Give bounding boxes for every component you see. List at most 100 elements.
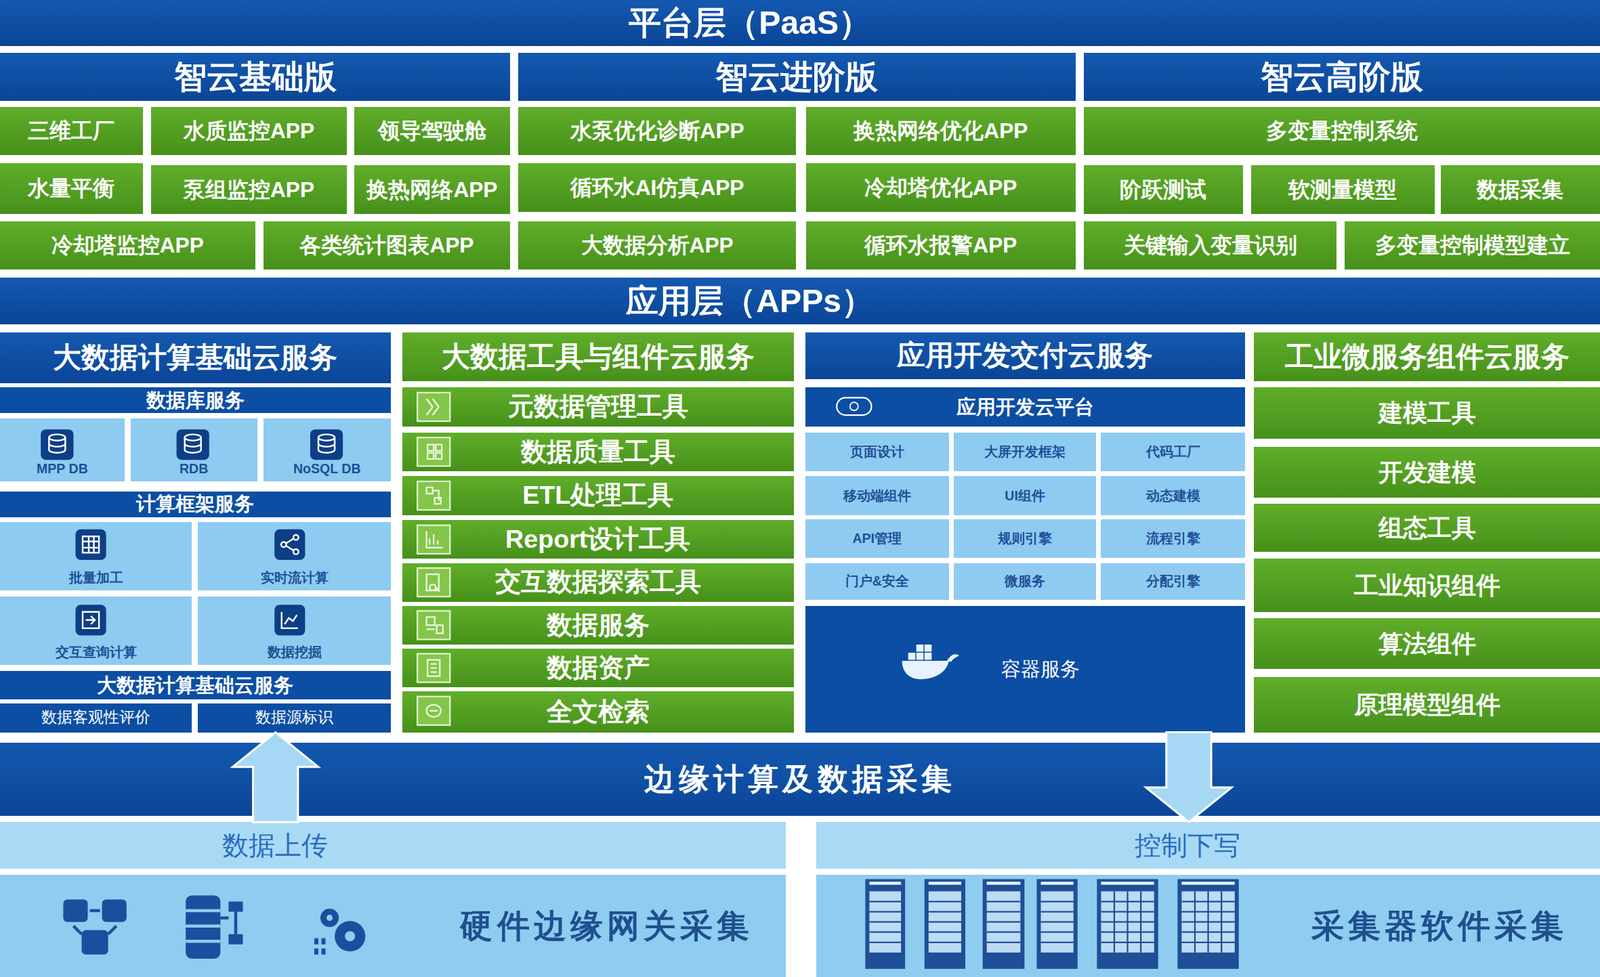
column-heading: 大数据计算基础云服务 xyxy=(0,332,391,384)
node-label: NoSQL DB xyxy=(293,461,362,477)
node-label: 软测量模型 xyxy=(1288,177,1397,202)
edition-header: 智云高阶版 xyxy=(1083,52,1600,101)
component-cell: 分配引擎 xyxy=(1100,563,1245,601)
tool-box: 交互数据探索工具 xyxy=(402,563,794,603)
node-label: 动态建模 xyxy=(1146,488,1201,504)
app-box: 阶跃测试 xyxy=(1083,165,1244,215)
node-label: 循环水报警APP xyxy=(864,233,1017,258)
node-label: 数据源标识 xyxy=(255,709,334,727)
node-label: 计算框架服务 xyxy=(136,493,255,516)
node-label: 移动端组件 xyxy=(843,488,912,504)
node-label: 平台层（PaaS） xyxy=(628,4,872,42)
tool-box: 数据服务 xyxy=(402,606,794,645)
node-label: 冷却塔监控APP xyxy=(51,233,204,258)
app-box: 多变量控制系统 xyxy=(1083,107,1600,156)
app-box: 关键输入变量识别 xyxy=(1083,221,1338,270)
node-label: 元数据管理工具 xyxy=(508,392,689,422)
node-label: 页面设计 xyxy=(850,444,905,460)
service-cell: 数据客观性评价 xyxy=(0,703,192,733)
node-label: 交互数据探索工具 xyxy=(495,567,702,597)
node-label: 代码工厂 xyxy=(1146,444,1201,460)
edition-header: 智云进阶版 xyxy=(518,52,1076,101)
service-column: 应用开发交付云服务应用开发云平台页面设计大屏开发框架代码工厂移动端组件UI组件动… xyxy=(805,332,1246,733)
service-cell: 交互查询计算 xyxy=(0,596,192,666)
component-box: 工业知识组件 xyxy=(1253,558,1600,612)
node-label: 数据质量工具 xyxy=(520,437,676,467)
layer-band: 平台层（PaaS） xyxy=(0,0,1600,47)
node-label: 大屏开发框架 xyxy=(984,444,1066,460)
node-label: 数据采集 xyxy=(1476,177,1564,202)
app-box: 大数据分析APP xyxy=(518,221,796,270)
component-cell: 移动端组件 xyxy=(805,476,950,515)
service-column: 大数据计算基础云服务数据库服务MPP DBRDBNoSQL DB计算框架服务批量… xyxy=(0,332,391,733)
flow-strip: 数据上传 xyxy=(0,822,786,870)
component-cell: 动态建模 xyxy=(1100,476,1245,515)
app-box: 各类统计图表APP xyxy=(263,221,511,270)
app-box: 冷却塔监控APP xyxy=(0,221,256,270)
app-box: 软测量模型 xyxy=(1251,165,1435,215)
app-box: 水量平衡 xyxy=(0,163,143,215)
node-label: 各类统计图表APP xyxy=(299,233,474,258)
node-label: 门户&安全 xyxy=(845,573,910,590)
platform-bar: 应用开发云平台 xyxy=(805,387,1246,427)
flow-strip: 控制下写 xyxy=(816,822,1600,870)
node-label: RDB xyxy=(179,461,208,477)
tool-box: ETL处理工具 xyxy=(402,476,794,515)
node-label: ETL处理工具 xyxy=(522,480,674,511)
component-box: 算法组件 xyxy=(1253,618,1600,670)
node-label: 控制下写 xyxy=(1134,830,1241,861)
service-cell: 实时流计算 xyxy=(197,522,391,591)
app-box: 领导驾驶舱 xyxy=(354,107,511,156)
node-label: 大数据分析APP xyxy=(581,233,734,258)
component-box: 开发建模 xyxy=(1253,447,1600,498)
app-box: 泵组监控APP xyxy=(151,165,347,215)
service-column: 大数据工具与组件云服务元数据管理工具数据质量工具 ETL处理工具 Report设计工… xyxy=(402,332,794,733)
node-label: 原理模型组件 xyxy=(1354,690,1501,720)
node-label: 数据上传 xyxy=(222,830,328,861)
tool-box: 元数据管理工具 xyxy=(402,387,794,427)
node-label: 边缘计算及数据采集 xyxy=(644,762,956,798)
node-label: 采集器软件采集 xyxy=(1311,907,1568,945)
component-cell: 流程引擎 xyxy=(1100,519,1245,559)
node-label: 水质监控APP xyxy=(183,118,315,143)
component-cell: 规则引擎 xyxy=(953,519,1096,559)
node-label: 数据库服务 xyxy=(146,389,245,412)
app-box: 水质监控APP xyxy=(151,107,347,156)
app-box: 水泵优化诊断APP xyxy=(518,107,796,156)
component-cell: 代码工厂 xyxy=(1100,432,1245,472)
app-box: 换热网络优化APP xyxy=(806,107,1076,156)
component-cell: UI组件 xyxy=(953,476,1096,515)
node-label: 数据客观性评价 xyxy=(41,709,151,727)
node-label: 分配引擎 xyxy=(1146,573,1201,590)
node-label: 智云基础版 xyxy=(174,58,337,96)
component-cell: API管理 xyxy=(805,519,950,559)
node-label: 工业知识组件 xyxy=(1354,571,1501,601)
node-label: 换热网络APP xyxy=(366,177,498,202)
tool-box: 数据质量工具 xyxy=(402,432,794,472)
container-service: 容器服务 xyxy=(805,606,1246,733)
section-bar: 数据库服务 xyxy=(0,387,391,414)
app-box: 三维工厂 xyxy=(0,107,143,156)
node-label: 三维工厂 xyxy=(27,118,115,143)
node-label: 数据挖掘 xyxy=(267,644,322,661)
app-box: 多变量控制模型建立 xyxy=(1344,221,1600,270)
node-label: 微服务 xyxy=(1004,573,1046,590)
node-label: 建模工具 xyxy=(1378,398,1477,428)
node-label: 交互查询计算 xyxy=(55,644,137,661)
node-label: 数据资产 xyxy=(546,653,650,683)
node-label: 智云进阶版 xyxy=(715,58,878,96)
node-label: 规则引擎 xyxy=(997,531,1052,547)
service-cell: RDB xyxy=(130,418,258,482)
component-cell: 页面设计 xyxy=(805,432,950,472)
edition-header: 智云基础版 xyxy=(0,52,511,101)
node-label: 流程引擎 xyxy=(1146,531,1201,547)
app-box: 冷却塔优化APP xyxy=(806,163,1076,213)
column-heading: 大数据工具与组件云服务 xyxy=(402,332,794,382)
node-label: API管理 xyxy=(852,531,902,547)
node-label: 数据服务 xyxy=(546,611,650,641)
service-cell: 批量加工 xyxy=(0,522,192,591)
tool-box: Report设计工具 xyxy=(402,520,794,559)
node-label: Report设计工具 xyxy=(505,524,691,555)
app-box: 数据采集 xyxy=(1440,165,1600,215)
